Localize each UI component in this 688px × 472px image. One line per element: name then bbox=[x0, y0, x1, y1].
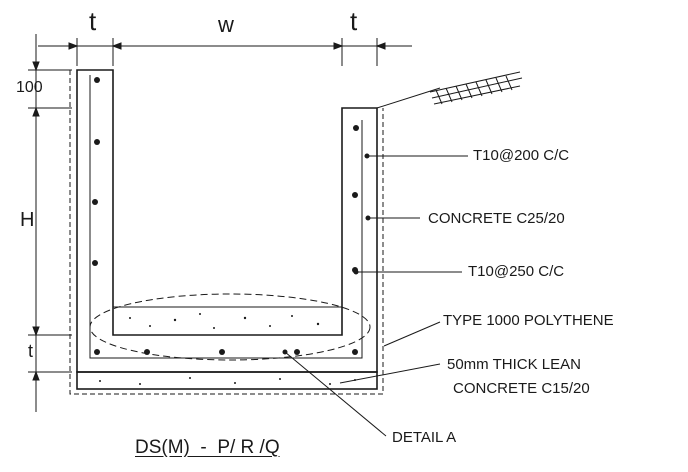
earth-hatch bbox=[429, 71, 523, 105]
callout-lean-concrete-line1: 50mm THICK LEAN bbox=[447, 356, 581, 373]
rebar-dot bbox=[219, 349, 225, 355]
rebar-cage bbox=[89, 75, 363, 359]
concrete-stipple bbox=[99, 313, 356, 385]
dim-label-t-left: t bbox=[89, 6, 97, 36]
callout-detail-a: DETAIL A bbox=[392, 429, 457, 446]
drawing-title: DS(M) - P/ R /Q bbox=[135, 437, 280, 458]
rebar-dot bbox=[144, 349, 150, 355]
rebar-dot bbox=[94, 139, 100, 145]
detail-a-circle bbox=[89, 293, 371, 361]
channel-outline bbox=[76, 69, 378, 373]
leader-lean-concrete bbox=[339, 363, 441, 384]
dim-label-w: w bbox=[218, 12, 234, 37]
leader-membrane bbox=[383, 321, 441, 347]
rebar-dot bbox=[94, 77, 100, 83]
rebar-dot bbox=[92, 199, 98, 205]
dim-label-h: H bbox=[20, 209, 35, 231]
rebar-dot bbox=[294, 349, 300, 355]
rebar-dot bbox=[94, 349, 100, 355]
lean-concrete-layer bbox=[76, 371, 378, 390]
rebar-dot bbox=[352, 192, 358, 198]
callout-membrane: TYPE 1000 POLYTHENE bbox=[443, 312, 614, 329]
polythene-membrane bbox=[69, 70, 384, 395]
dim-label-t-right: t bbox=[350, 6, 358, 36]
callout-lean-concrete-line2: CONCRETE C15/20 bbox=[453, 380, 590, 397]
callout-rebar-top: T10@200 C/C bbox=[473, 147, 570, 164]
leader-detail-a bbox=[284, 351, 387, 437]
dim-label-100: 100 bbox=[16, 79, 43, 96]
callout-rebar-bottom: T10@250 C/C bbox=[468, 263, 565, 280]
callout-concrete: CONCRETE C25/20 bbox=[428, 210, 565, 227]
rebar-dot bbox=[92, 260, 98, 266]
dim-label-t-bottom: t bbox=[28, 341, 34, 361]
ground-line bbox=[376, 87, 441, 109]
rebar-dot bbox=[353, 125, 359, 131]
rebar-dot bbox=[352, 349, 358, 355]
